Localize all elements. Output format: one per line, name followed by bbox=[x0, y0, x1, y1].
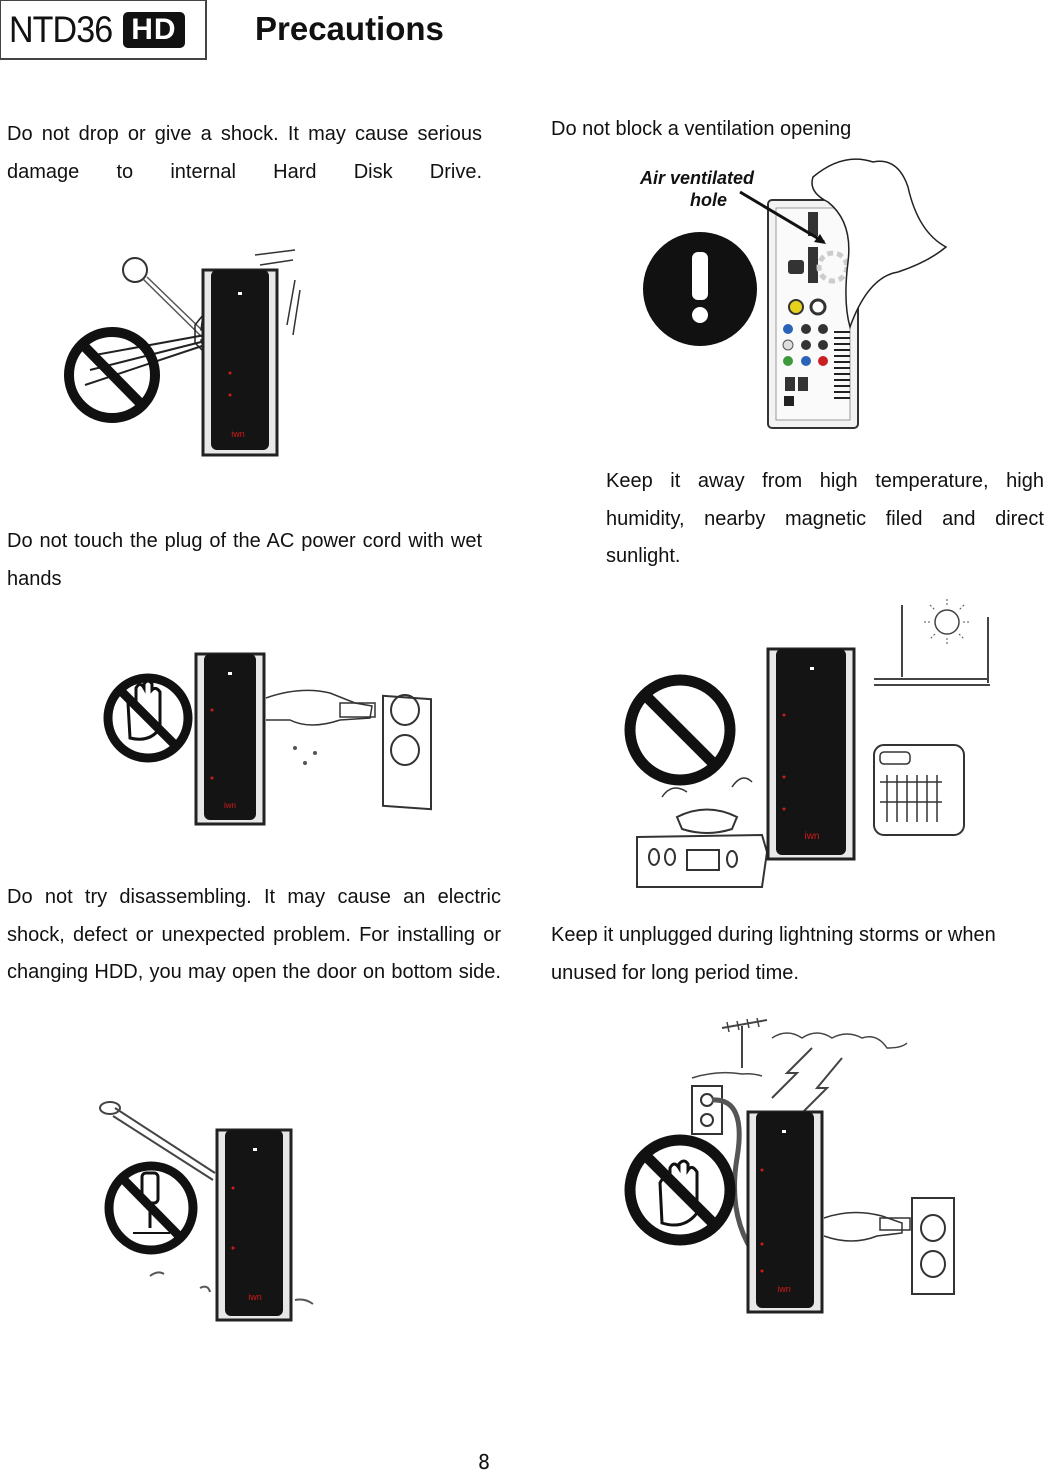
logo-text: NTD36 bbox=[9, 8, 113, 50]
svg-text:iwn: iwn bbox=[777, 1284, 791, 1294]
svg-text:iwn: iwn bbox=[248, 1292, 262, 1302]
svg-text:iwn: iwn bbox=[804, 831, 819, 842]
svg-text:hole: hole bbox=[690, 190, 727, 210]
page-title: Precautions bbox=[255, 10, 444, 47]
precaution-disassembly-text: Do not try disassembling. It may cause a… bbox=[7, 886, 501, 983]
precaution-wet-hands-text: Do not touch the plug of the AC power co… bbox=[7, 530, 482, 590]
precaution-shock-text: Do not drop or give a shock. It may caus… bbox=[7, 123, 482, 183]
precaution-ventilation-text: Do not block a ventilation opening bbox=[551, 118, 852, 140]
svg-text:iwn: iwn bbox=[224, 801, 236, 810]
precaution-environment-text: Keep it away from high temperature, high… bbox=[606, 470, 1044, 567]
svg-text:iwn: iwn bbox=[231, 429, 245, 439]
prohibition-sign-ball-hitting-device-icon: iwn bbox=[55, 245, 305, 460]
warning-exclamation-ventilation-icon: Air ventilated hole bbox=[628, 152, 950, 432]
prohibition-sign-screwdriver-icon: iwn bbox=[95, 1088, 365, 1323]
prohibition-sign-wet-hand-plug-icon: iwn bbox=[100, 648, 435, 828]
page-number: 8 bbox=[477, 1450, 491, 1474]
prohibition-sign-heat-sun-icon: iwn bbox=[612, 597, 997, 897]
logo-hd-badge: HD bbox=[123, 11, 185, 48]
prohibition-sign-lightning-unplug-icon: iwn bbox=[612, 1018, 972, 1318]
product-logo: NTD36 HD bbox=[0, 0, 207, 60]
precaution-lightning-text: Keep it unplugged during lightning storm… bbox=[551, 924, 996, 984]
svg-text:Air ventilated: Air ventilated bbox=[639, 168, 755, 188]
